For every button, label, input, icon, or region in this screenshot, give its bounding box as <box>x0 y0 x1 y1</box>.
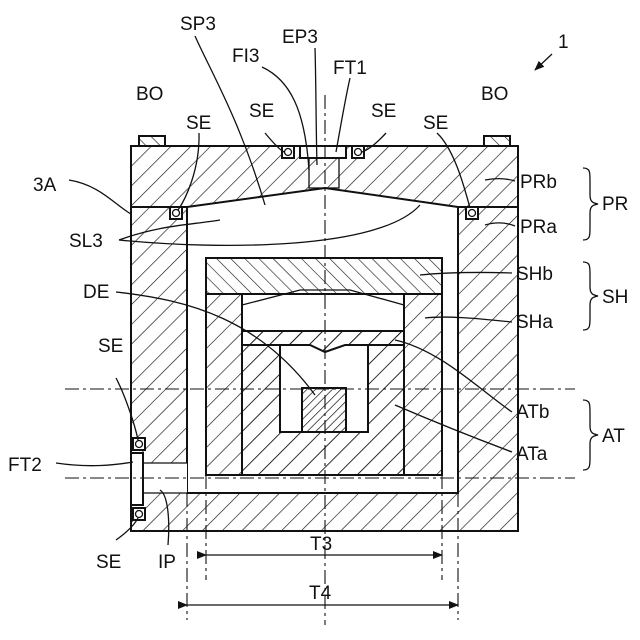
label-ATa: ATa <box>516 444 548 465</box>
label-EP3: EP3 <box>282 27 318 48</box>
label-SE-top-left: SE <box>186 113 211 134</box>
seal-side-upper <box>133 438 145 450</box>
fitting-FT2 <box>131 453 143 505</box>
seal-top-left <box>170 207 182 219</box>
label-SH: SH <box>602 287 628 308</box>
label-IP: IP <box>158 552 176 573</box>
label-AT: AT <box>602 426 625 447</box>
label-SE-side-lower: SE <box>96 552 121 573</box>
label-SHa: SHa <box>516 312 553 333</box>
label-ATb: ATb <box>516 402 549 423</box>
label-SE-lid-left: SE <box>249 101 274 122</box>
label-FT2: FT2 <box>8 455 42 476</box>
detector-DE <box>302 388 346 432</box>
label-FI3: FI3 <box>232 46 259 67</box>
label-SE-side-upper: SE <box>98 336 123 357</box>
bolt-right <box>484 136 510 146</box>
label-BO-left: BO <box>136 84 163 105</box>
label-SP3: SP3 <box>180 14 216 35</box>
attenuator <box>242 331 404 475</box>
seal-side-lower <box>133 508 145 520</box>
group-braces <box>583 168 598 470</box>
label-FT1: FT1 <box>333 58 367 79</box>
label-PRa: PRa <box>520 217 557 238</box>
label-SHb: SHb <box>516 264 553 285</box>
label-SL3: SL3 <box>69 231 103 252</box>
bolt-left <box>139 136 165 146</box>
label-SE-lid-right: SE <box>371 101 396 122</box>
label-PR: PR <box>602 194 628 215</box>
label-DE: DE <box>83 282 109 303</box>
label-T3: T3 <box>310 534 332 555</box>
label-PRb: PRb <box>520 172 557 193</box>
shield-upper-part-SHb <box>206 258 442 294</box>
label-BO-right: BO <box>481 84 508 105</box>
figure-number-label: 1 <box>558 32 569 53</box>
label-3A: 3A <box>33 175 57 196</box>
label-T4: T4 <box>309 583 332 604</box>
shield-cavity <box>242 294 404 331</box>
seal-top-right <box>466 207 478 219</box>
label-SE-top-right: SE <box>423 113 448 134</box>
